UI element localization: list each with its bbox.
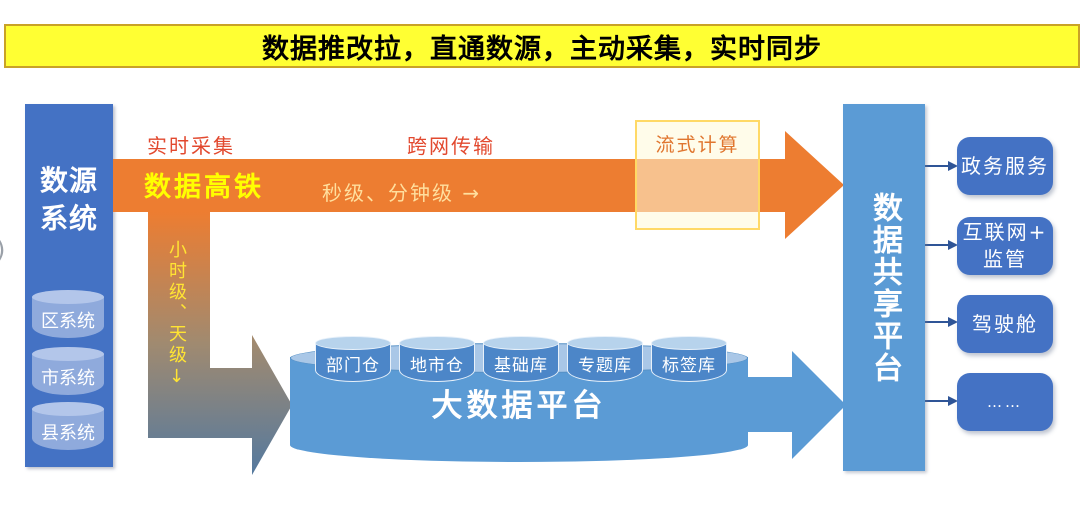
share-platform-panel: 数据共享平台 bbox=[843, 104, 925, 471]
gov-service-label: 政务服务 bbox=[961, 153, 1049, 178]
connector-arrowhead-icon bbox=[948, 240, 958, 250]
database-cylinder-district: 区系统 bbox=[32, 290, 104, 338]
source-system-panel: 数源系统 区系统 市系统 县系统 bbox=[25, 104, 113, 467]
warehouse-cylinder-tag: 标签库 bbox=[651, 336, 727, 382]
headline-banner: 数据推改拉，直通数源，主动采集，实时同步 bbox=[4, 24, 1080, 68]
stray-mark: ) bbox=[0, 236, 5, 264]
cylinder-top-icon bbox=[32, 347, 104, 361]
dept-warehouse-label: 部门仓 bbox=[326, 355, 380, 376]
database-cylinder-city: 市系统 bbox=[32, 347, 104, 395]
database-cylinder-county: 县系统 bbox=[32, 402, 104, 450]
cylinder-top-icon bbox=[483, 336, 559, 350]
cylinder-top-icon bbox=[32, 402, 104, 416]
cylinder-top-icon bbox=[315, 336, 391, 350]
connector-line bbox=[925, 244, 949, 246]
connector-arrowhead-icon bbox=[948, 396, 958, 406]
cross-network-label: 跨网传输 bbox=[407, 134, 495, 158]
connector-line bbox=[925, 400, 949, 402]
base-library-label: 基础库 bbox=[494, 355, 548, 376]
district-system-label: 区系统 bbox=[41, 310, 95, 332]
batch-flow-elbow-arrow bbox=[148, 212, 292, 475]
consumer-box-internet-regulation: 互联网+ 监管 bbox=[957, 217, 1053, 275]
stream-computing-label: 流式计算 bbox=[655, 134, 740, 156]
cylinder-top-icon bbox=[567, 336, 643, 350]
stream-computing-box: 流式计算 bbox=[635, 120, 760, 230]
cylinder-top-icon bbox=[32, 290, 104, 304]
realtime-latency-label: 秒级、分钟级 → bbox=[322, 181, 482, 205]
headline-text: 数据推改拉，直通数源，主动采集，实时同步 bbox=[262, 33, 822, 65]
source-system-title: 数源系统 bbox=[39, 164, 98, 235]
platform-to-share-arrow-body bbox=[746, 377, 792, 432]
cylinder-top-icon bbox=[651, 336, 727, 350]
consumer-box-gov-service: 政务服务 bbox=[957, 137, 1053, 195]
platform-to-share-arrowhead-icon bbox=[792, 351, 846, 459]
connector-line bbox=[925, 165, 949, 167]
others-label: …… bbox=[987, 392, 1023, 411]
cylinder-top-icon bbox=[399, 336, 475, 350]
prefecture-warehouse-label: 地市仓 bbox=[410, 355, 464, 376]
connector-arrowhead-icon bbox=[948, 317, 958, 327]
bigdata-platform-title: 大数据平台 bbox=[431, 388, 607, 424]
warehouse-cylinder-base: 基础库 bbox=[483, 336, 559, 382]
city-system-label: 市系统 bbox=[41, 367, 95, 389]
theme-library-label: 专题库 bbox=[578, 355, 632, 376]
realtime-collect-label: 实时采集 bbox=[147, 134, 235, 158]
warehouse-cylinder-dept: 部门仓 bbox=[315, 336, 391, 382]
county-system-label: 县系统 bbox=[41, 422, 95, 444]
warehouse-cylinder-prefecture: 地市仓 bbox=[399, 336, 475, 382]
connector-line bbox=[925, 321, 949, 323]
internet-plus-label: 互联网+ bbox=[962, 220, 1048, 244]
batch-latency-label: 小时级、天级↓ bbox=[166, 240, 187, 390]
connector-arrowhead-icon bbox=[948, 161, 958, 171]
realtime-flow-arrowhead-icon bbox=[785, 131, 844, 239]
tag-library-label: 标签库 bbox=[662, 355, 716, 376]
consumer-box-others: …… bbox=[957, 373, 1053, 431]
consumer-box-cockpit: 驾驶舱 bbox=[957, 295, 1053, 353]
data-hsr-label: 数据高铁 bbox=[144, 172, 264, 203]
share-platform-title: 数据共享平台 bbox=[867, 191, 902, 384]
cockpit-label: 驾驶舱 bbox=[972, 311, 1038, 336]
regulation-label: 监管 bbox=[983, 247, 1027, 271]
warehouse-cylinder-theme: 专题库 bbox=[567, 336, 643, 382]
